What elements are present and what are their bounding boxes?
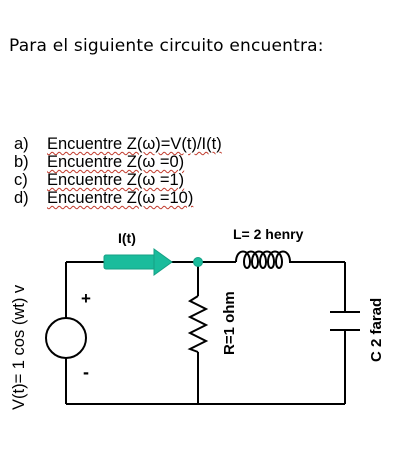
current-arrow-icon [103,248,173,276]
circuit-node [193,257,203,267]
question-list: a) Encuentre Z(ω)=V(t)/I(t) b) Encuentre Z… [14,135,222,207]
capacitor-symbol [330,311,360,331]
question-letter: b) [14,153,29,171]
resistor-symbol [187,295,209,353]
question-letter: a) [14,135,29,153]
question-letter: c) [14,171,28,189]
question-item: d) Encuentre Z(ω =10) [14,189,222,207]
question-text: Encuentre Z(ω =0) [47,153,185,171]
current-label: I(t) [118,230,136,246]
plus-sign: + [81,289,91,308]
problem-heading: Para el siguiente circuito encuentra: [9,36,324,56]
capacitor-label: C 2 farad [368,297,385,362]
question-letter: d) [14,189,29,207]
source-label: V(t)= 1 cos (wt) v [10,284,28,410]
inductor-symbol [235,250,298,269]
question-item: c) Encuentre Z(ω =1) [14,171,222,189]
question-text: Encuentre Z(ω =10) [47,189,194,207]
question-text: Encuentre Z(ω =1) [47,171,185,189]
resistor-label: R=1 ohm [221,291,238,355]
minus-sign: - [83,362,89,382]
question-item: b) Encuentre Z(ω =0) [14,153,222,171]
inductor-label: L= 2 henry [233,226,304,242]
voltage-source [45,317,87,359]
question-text: Encuentre Z(ω)=V(t)/I(t) [47,135,222,153]
circuit-wires [65,261,346,405]
question-item: a) Encuentre Z(ω)=V(t)/I(t) [14,135,222,153]
